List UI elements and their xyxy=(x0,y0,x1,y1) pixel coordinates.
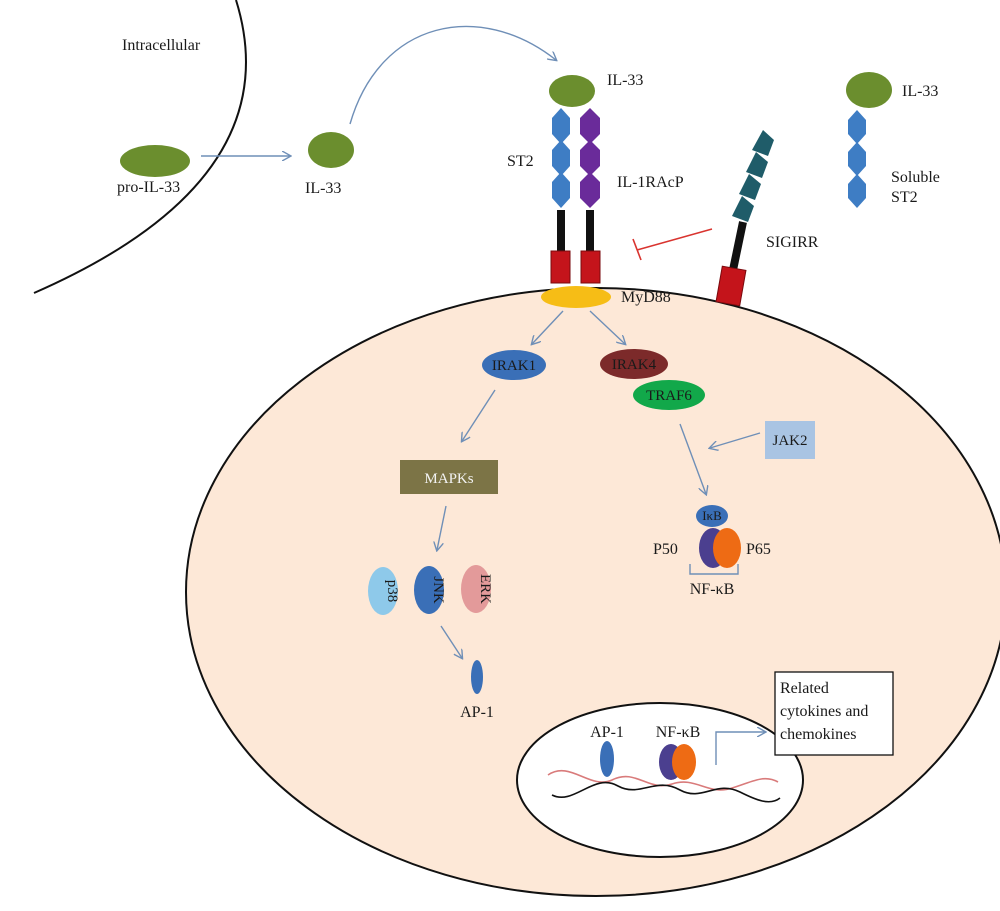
jak2-label: JAK2 xyxy=(772,433,807,449)
arrow-kinases-to-ap1 xyxy=(440,625,462,658)
il33-free-ellipse xyxy=(308,132,354,168)
pro-il33-label: pro-IL-33 xyxy=(117,179,180,196)
p65-label: P65 xyxy=(746,541,771,558)
il1racp-receptor xyxy=(580,108,601,284)
il33-free-label: IL-33 xyxy=(305,180,341,197)
soluble-st2-label-2: ST2 xyxy=(891,189,918,206)
pro-il33-ellipse xyxy=(120,145,190,177)
arrow-irak1-to-mapks xyxy=(462,389,496,441)
ap1-label: AP-1 xyxy=(460,704,494,721)
ap1-ellipse xyxy=(471,660,483,694)
output-label-1: Related xyxy=(780,680,829,697)
jnk-node: JNK xyxy=(414,566,446,614)
st2-label: ST2 xyxy=(507,153,534,170)
sigirr-label: SIGIRR xyxy=(766,234,819,251)
il33-receptor-label: IL-33 xyxy=(607,72,643,89)
sigirr-inhibition xyxy=(632,228,713,261)
soluble-st2-label-1: Soluble xyxy=(891,169,940,186)
mapks-box xyxy=(400,460,498,494)
myd88-label: MyD88 xyxy=(621,289,671,306)
il33-soluble-ellipse xyxy=(846,72,892,108)
ikb-label: IκB xyxy=(702,508,722,523)
il33-receptor-ellipse xyxy=(549,75,595,107)
arrow-myd88-to-irak1 xyxy=(532,310,564,344)
svg-text:p38: p38 xyxy=(384,580,400,603)
irak1-ellipse xyxy=(482,350,546,380)
ikb-ellipse xyxy=(696,505,728,527)
arrow-transcription xyxy=(715,732,765,765)
irak4-label: IRAK4 xyxy=(612,357,657,373)
arrow-myd88-to-irak4 xyxy=(589,310,625,344)
arrow-il33-to-receptor xyxy=(349,25,556,125)
nfkb-bracket xyxy=(689,564,739,575)
nucleus-ap1-ellipse xyxy=(600,741,614,777)
myd88-ellipse xyxy=(541,286,611,308)
nucleus xyxy=(516,702,804,858)
svg-text:ERK: ERK xyxy=(477,574,493,604)
arrow-traf6-to-nfkb xyxy=(679,423,706,494)
dna-strand-red xyxy=(547,769,779,791)
output-label-3: chemokines xyxy=(780,726,856,743)
nucleus-nfkb-label: NF-κB xyxy=(656,724,701,741)
dna-strand-dark xyxy=(551,781,781,803)
p65-ellipse xyxy=(713,528,741,568)
nfkb-label: NF-κB xyxy=(690,581,735,598)
intracellular-label: Intracellular xyxy=(122,37,201,54)
irak1-label: IRAK1 xyxy=(492,358,536,374)
mapks-label: MAPKs xyxy=(424,471,473,487)
output-label-2: cytokines and xyxy=(780,703,868,720)
soluble-st2 xyxy=(848,110,866,208)
nucleus-ap1-label: AP-1 xyxy=(590,724,624,741)
sigirr-receptor xyxy=(715,130,774,307)
irak4-ellipse xyxy=(600,349,668,379)
intracellular-boundary xyxy=(33,0,247,294)
p50-label: P50 xyxy=(653,541,678,558)
output-box xyxy=(774,671,894,756)
p38-node: p38 xyxy=(368,567,400,615)
svg-text:JNK: JNK xyxy=(430,576,446,604)
traf6-ellipse xyxy=(633,380,705,410)
jak2-box xyxy=(765,421,815,459)
il33-soluble-label: IL-33 xyxy=(902,83,938,100)
arrow-mapks-to-kinases xyxy=(437,505,447,550)
arrow-jak2-to-pathway xyxy=(710,432,761,448)
st2-receptor xyxy=(550,108,571,284)
il1racp-label: IL-1RAcP xyxy=(617,174,684,191)
erk-node: ERK xyxy=(461,565,493,613)
traf6-label: TRAF6 xyxy=(646,388,692,404)
nucleus-p65-ellipse xyxy=(672,744,696,780)
